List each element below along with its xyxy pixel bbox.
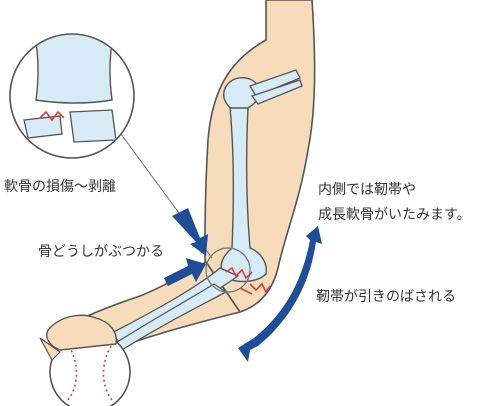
force-arrows: [164, 208, 322, 362]
medial-injury-mark: [249, 282, 271, 294]
label-cartilage-damage: 軟骨の損傷～剥離: [4, 178, 116, 195]
inset-lower-bone: [69, 109, 117, 143]
elbow-focus-circle: [205, 247, 251, 293]
thumb: [39, 337, 61, 361]
elbow-injury-marks: [225, 266, 271, 295]
arm-bones: [108, 69, 303, 351]
humerus: [220, 107, 267, 283]
label-medial-line2: 成長軟骨がいたみます。: [318, 207, 471, 223]
fingers: [46, 314, 117, 351]
lateral-impact-mark: [225, 266, 253, 280]
label-ligament-pulled: 靭帯が引きのばされる: [316, 289, 456, 305]
arrow-compression-lower: [164, 258, 206, 286]
arrow-medial-curve: [238, 226, 322, 362]
scapula-edge: [250, 79, 303, 105]
cartilage-inset: [9, 33, 135, 159]
label-bones-collide: 骨どうしがぶつかる: [38, 244, 164, 260]
inset-bone: [28, 35, 120, 104]
ligament-tear-mark: [239, 287, 253, 295]
inset-cartilage-fragment: [23, 115, 63, 139]
arrow-compression-upper: [172, 208, 208, 256]
hand-with-ball: [39, 314, 131, 406]
clavicle: [249, 69, 301, 97]
baseball-seam-right: [102, 341, 115, 403]
inset-damage-mark: [39, 110, 65, 122]
label-medial-line1: 内側では靭帯や: [318, 182, 416, 198]
